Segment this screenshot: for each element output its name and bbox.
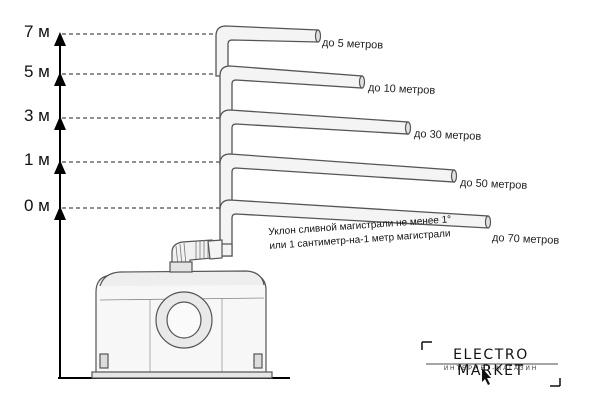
elbow-coupling <box>169 239 213 273</box>
riser-elbow-joint <box>207 239 223 260</box>
axis-arrow-0 <box>54 32 66 46</box>
pipe-end-cap-2 <box>404 121 412 135</box>
height-level-label: 3 м <box>24 106 50 125</box>
height-level-label: 7 м <box>24 22 50 41</box>
pump-lid <box>99 270 265 287</box>
pipe-end-cap-1 <box>358 75 366 89</box>
pump-base <box>91 371 273 379</box>
axis-arrow-4 <box>54 206 66 220</box>
logo-main-text: ELECTRO MARKET <box>453 347 529 379</box>
height-level-label: 5 м <box>24 62 50 81</box>
pipe-end-cap-0 <box>314 29 322 43</box>
height-level-label: 0 м <box>24 196 50 215</box>
height-level-label: 1 м <box>24 150 50 169</box>
logo-frame <box>421 341 561 387</box>
pump-foot-left <box>99 353 109 369</box>
electro-market-logo: ELECTRO MARKET ИНТЕРНЕТ-МАГАЗИН <box>418 340 564 388</box>
pipe-end-cap-4 <box>484 215 492 229</box>
logo-sub-text: ИНТЕРНЕТ-МАГАЗИН <box>443 366 539 372</box>
axis-arrow-2 <box>54 116 66 130</box>
pipe-end-cap-3 <box>450 169 458 183</box>
axis-arrow-3 <box>54 160 66 174</box>
axis-arrow-1 <box>54 72 66 86</box>
pump-foot-right <box>253 353 263 369</box>
pump-inlet-inner <box>166 301 202 339</box>
pump-unit <box>91 270 273 379</box>
